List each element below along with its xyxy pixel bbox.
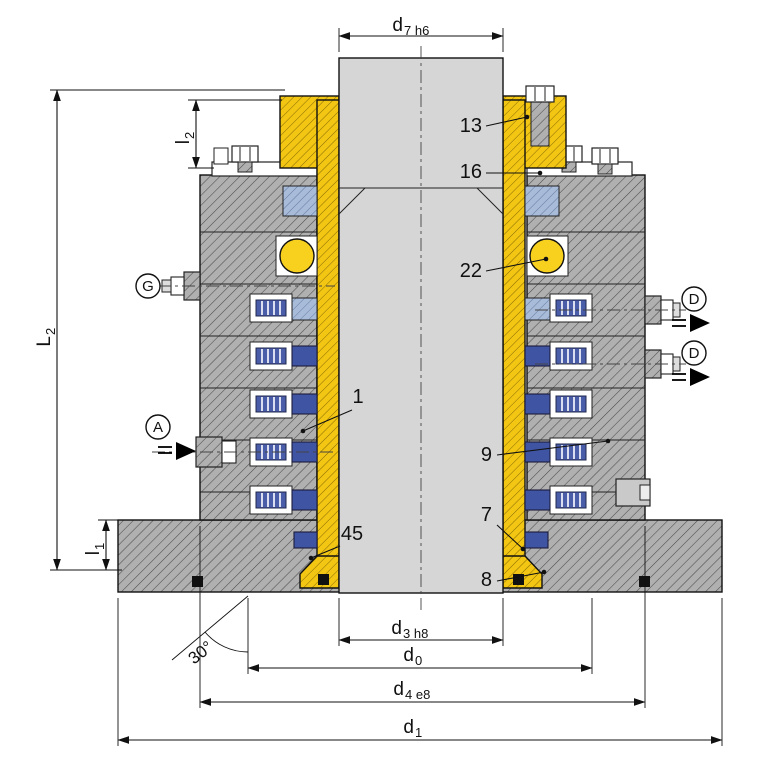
dim-l2-sub: 2 [182, 132, 197, 139]
oring-seal [192, 576, 203, 587]
flow-arrow-icon [690, 314, 710, 332]
dim-d4-main: d [393, 679, 404, 700]
seal-internals [192, 185, 650, 587]
port-labels: G A D D [135, 273, 710, 460]
dim-d1-main: d [403, 717, 414, 738]
spring [549, 293, 593, 323]
spring [549, 389, 593, 419]
spring [249, 389, 293, 419]
dim-l1: l 1 [83, 519, 122, 571]
dim-l2-main: l [173, 140, 194, 144]
seal-ring [524, 393, 551, 415]
port-d-upper-label: D [689, 291, 700, 308]
callout-45: 45 [341, 523, 363, 545]
callouts: 13 16 22 1 9 7 8 45 [300, 114, 611, 591]
seal-ring [291, 393, 318, 415]
port-a-badge [145, 414, 171, 440]
dim-d0-sub: 0 [415, 653, 422, 668]
spring [549, 485, 593, 515]
callout-9: 9 [481, 444, 492, 466]
port-g-badge [135, 273, 161, 299]
dim-d4-sub: 4 e8 [405, 687, 430, 702]
dim-d7h6: d 7 h6 [338, 15, 504, 52]
dim-d3-main: d [391, 618, 402, 639]
dim-L2-sub: 2 [43, 328, 58, 335]
dim-l1-main: l [83, 551, 104, 555]
dim-d3-sub: 3 h8 [403, 626, 428, 641]
dim-L2-main: L [34, 336, 55, 347]
oring-seal [318, 574, 329, 585]
callout-7: 7 [481, 504, 492, 526]
ball-left [279, 238, 315, 274]
dim-d7-sub: 7 h6 [404, 23, 429, 38]
dim-d7-main: d [392, 15, 403, 36]
dim-d3h8: d 3 h8 [338, 598, 504, 646]
port-d-lower-badge [681, 340, 707, 366]
dim-d1-sub: 1 [415, 725, 422, 740]
ball-right [529, 238, 565, 274]
port-d-upper-badge [681, 286, 707, 312]
spring [549, 341, 593, 371]
flow-arrow-icon [176, 442, 196, 460]
spring [249, 485, 293, 515]
dim-d0: d 0 [247, 598, 593, 674]
dim-L2: L 2 [34, 89, 285, 571]
spring [249, 293, 293, 323]
dim-l2: l 2 [173, 99, 282, 169]
drain-plug [615, 478, 651, 507]
dim-d4e8: d 4 e8 [199, 526, 646, 708]
seal-ring [524, 489, 551, 511]
callout-16: 16 [460, 161, 482, 183]
oring-seal [639, 576, 650, 587]
spring [249, 341, 293, 371]
dim-d0-main: d [403, 645, 414, 666]
seal-ring [291, 345, 318, 367]
callout-22: 22 [460, 260, 482, 282]
oring-seal [513, 574, 524, 585]
port-a-label: A [153, 419, 163, 436]
seal-ring [524, 441, 551, 463]
flow-arrow-icon [690, 368, 710, 386]
callout-1: 1 [352, 386, 363, 408]
callout-8: 8 [481, 569, 492, 591]
port-d-lower-label: D [689, 345, 700, 362]
dim-l1-sub: 1 [92, 543, 107, 550]
seal-ring [291, 489, 318, 511]
dim-d1: d 1 [117, 598, 723, 746]
port-g-label: G [142, 278, 154, 295]
set-screw-head [525, 85, 555, 103]
callout-13: 13 [460, 115, 482, 137]
shaft-sleeve-left [299, 99, 340, 589]
spring [549, 437, 593, 467]
seal-ring [524, 345, 551, 367]
set-screw [530, 99, 550, 147]
